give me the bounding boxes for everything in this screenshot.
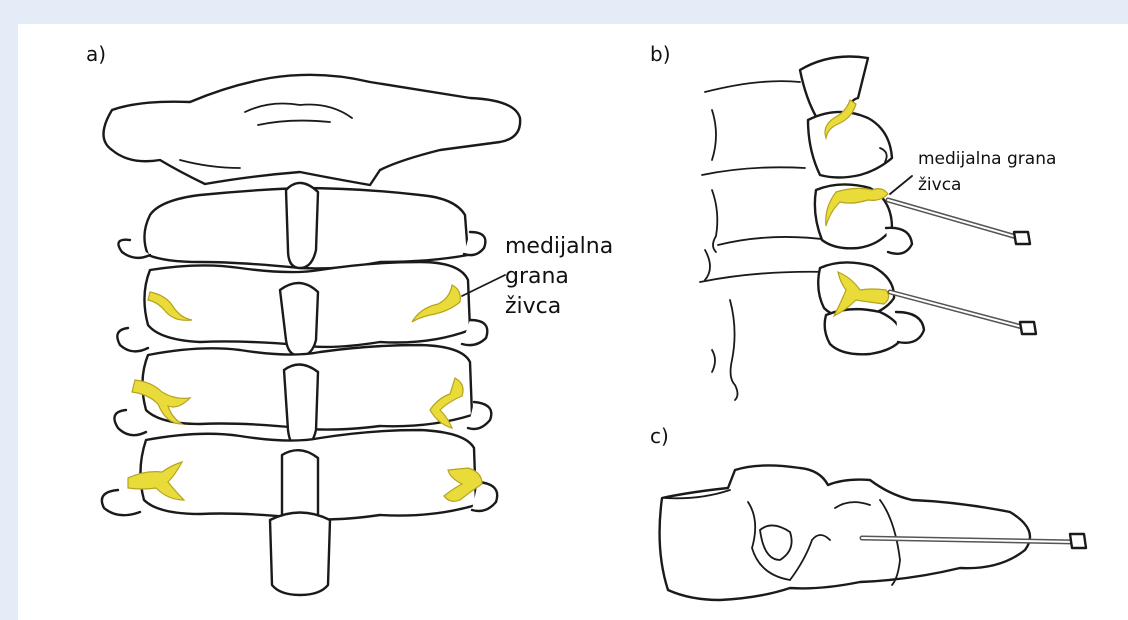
- panel-label-b: b): [650, 42, 671, 66]
- nerve-pointer-b: [890, 176, 912, 194]
- cervical-spine-posterior-view: [102, 75, 520, 595]
- nerve-label-a-line-2: grana: [505, 262, 613, 292]
- vertebra-axial: [660, 465, 1030, 600]
- nerve-label-b: medijalna grana živca: [918, 146, 1056, 198]
- cervical-spine-lateral-view: [700, 57, 1036, 401]
- nerve-label-b-line-1: medijalna grana: [918, 146, 1056, 172]
- vertebra-atlas: [104, 75, 521, 185]
- panel-label-c: c): [650, 424, 669, 448]
- nerve-label-a-line-3: živca: [505, 292, 613, 322]
- pillar-4: [825, 309, 902, 354]
- pillar-1: [808, 112, 892, 178]
- panel-label-a: a): [86, 42, 106, 66]
- nerve-label-b-line-2: živca: [918, 172, 1056, 198]
- vertebra-axial-view: [660, 465, 1086, 600]
- nerve-label-a-line-1: medijalna: [505, 232, 613, 262]
- nerve-label-a: medijalna grana živca: [505, 232, 613, 322]
